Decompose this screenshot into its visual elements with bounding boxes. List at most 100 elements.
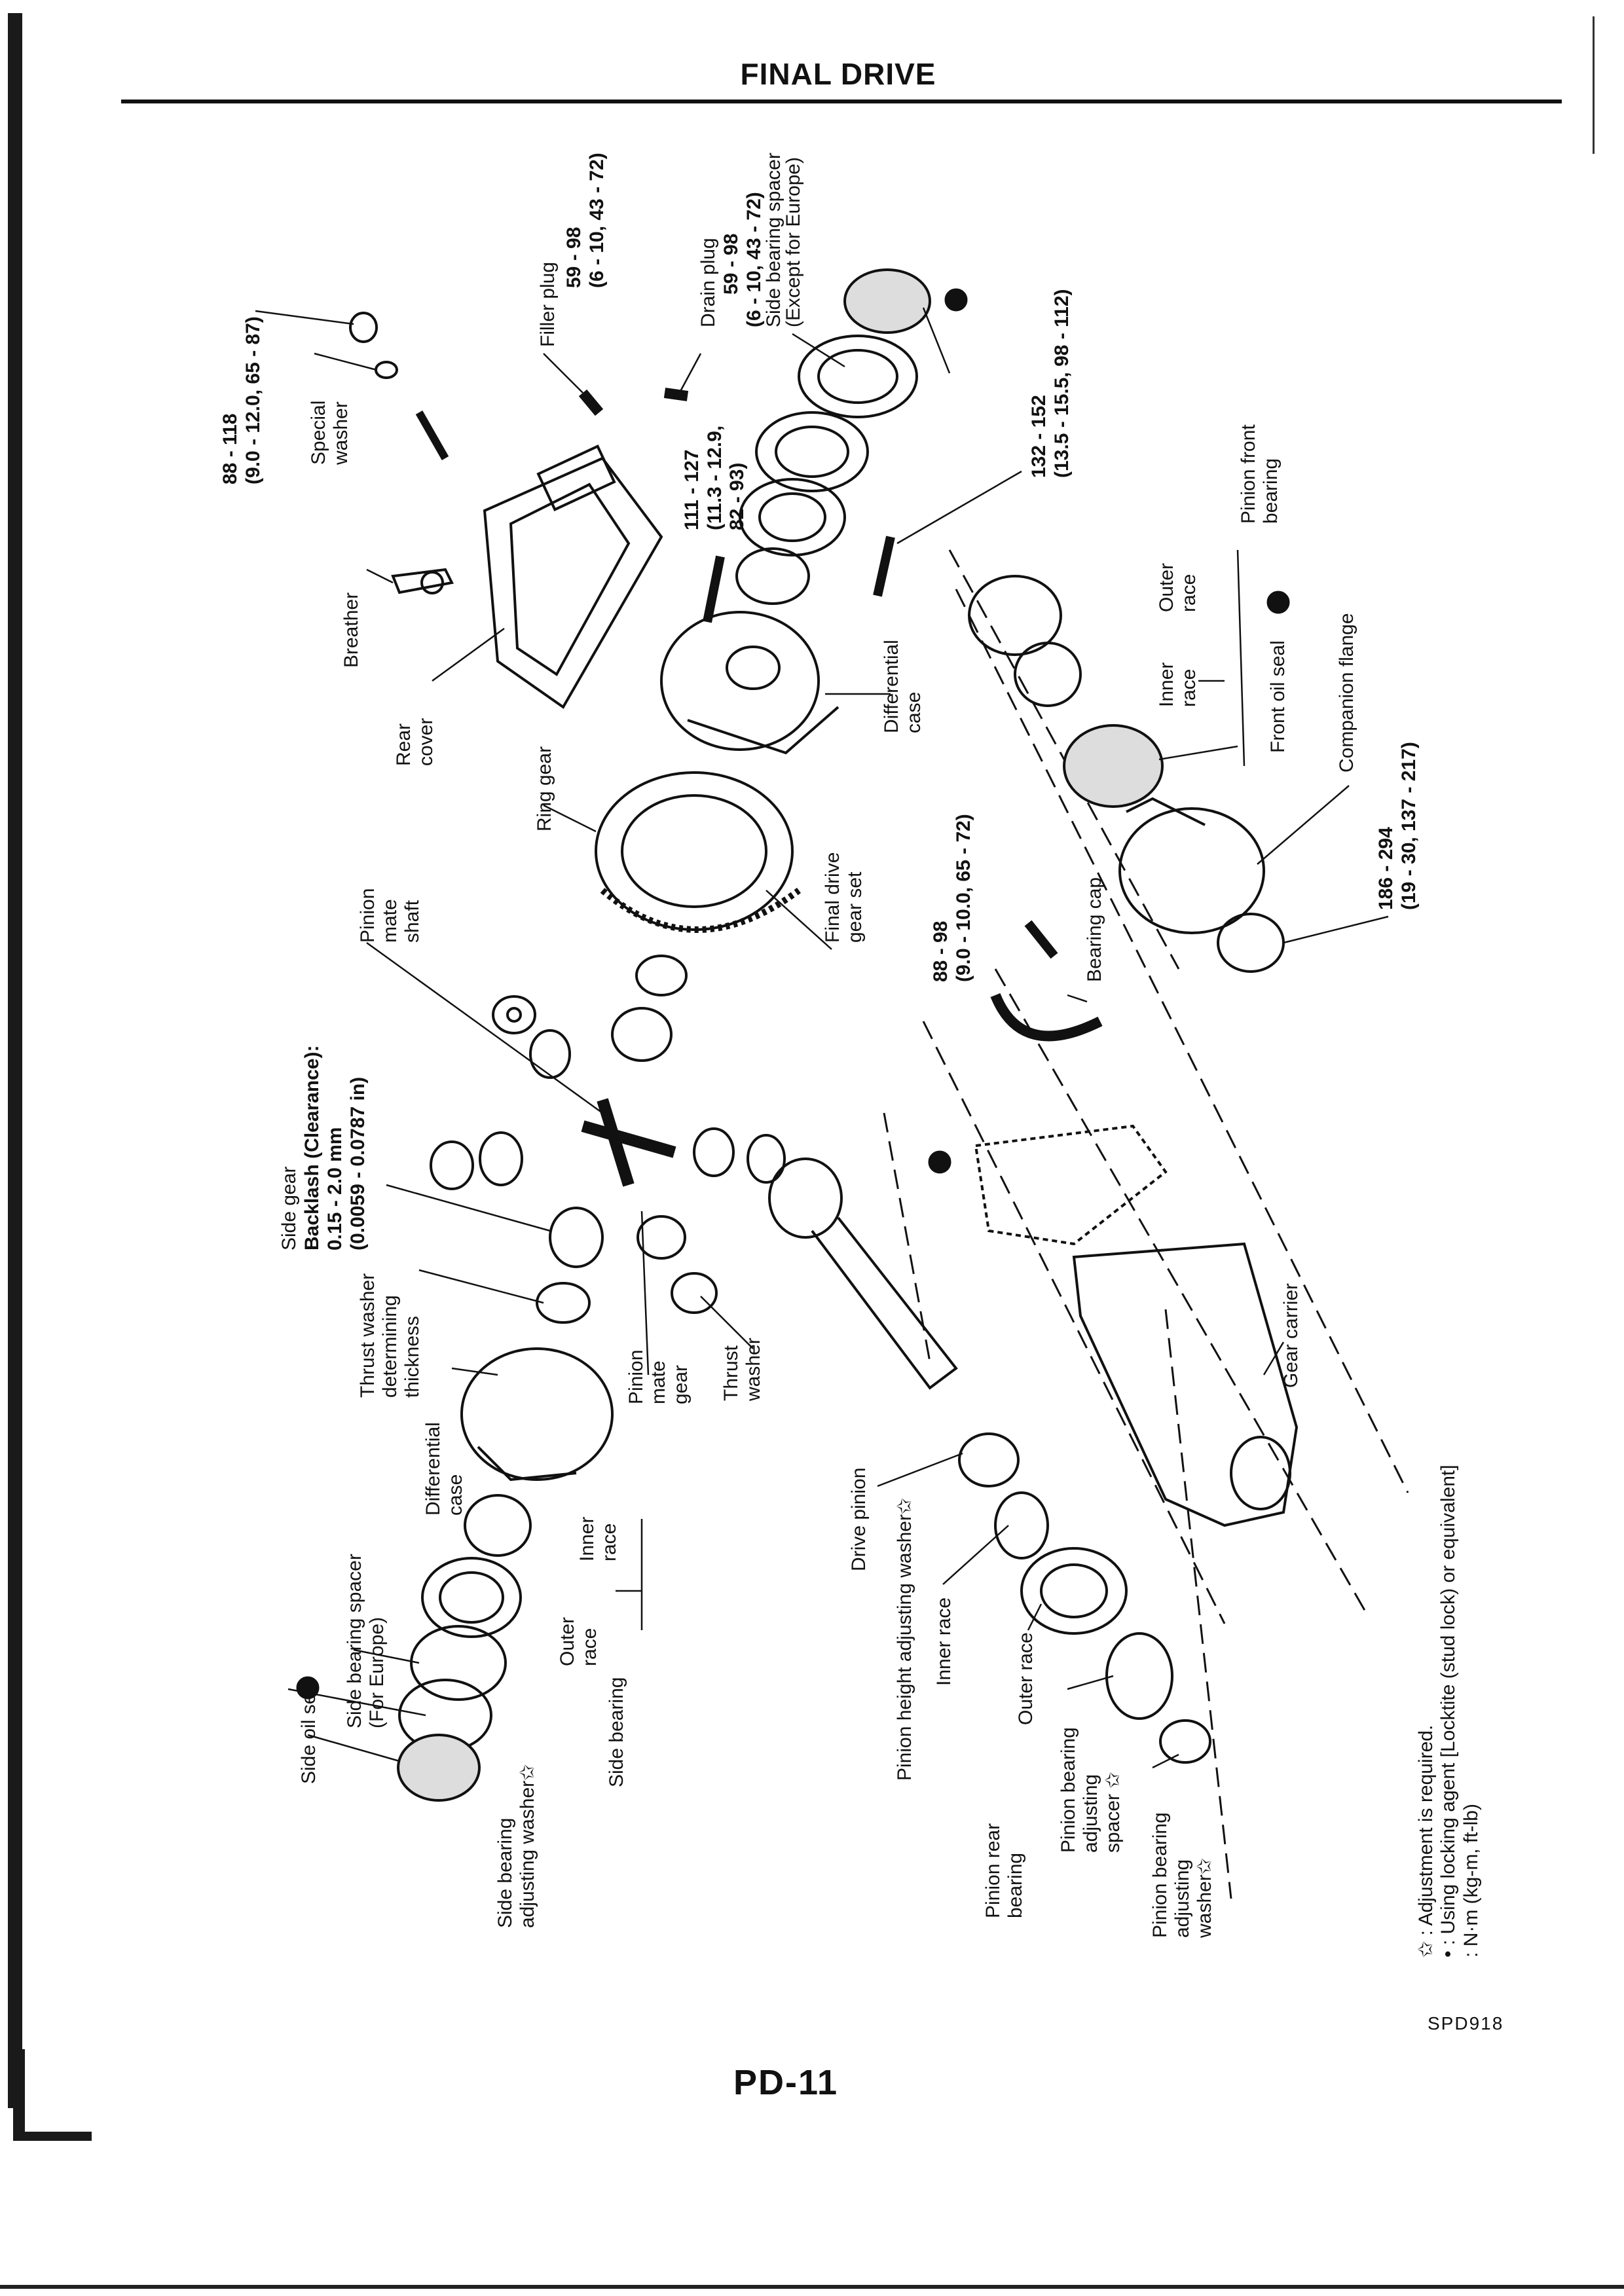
pinion-mate-shaft-drawing (581, 1120, 676, 1158)
label-outer-race-pinion: Outer race (1015, 1632, 1037, 1725)
label-bearing-cap: Bearing cap (1084, 877, 1105, 982)
label-pinion-height-adjusting-washer: Pinion height adjusting washer✩ (894, 1497, 915, 1781)
pinion-height-washer-drawing (958, 1432, 1020, 1487)
label-inner-race-bottom: Inner race (576, 1516, 620, 1561)
bolt-drawing-2 (873, 536, 895, 597)
drain-plug-drawing (663, 388, 689, 401)
label-torque-186-294: 186 - 294 (1375, 827, 1397, 910)
side-oil-seal-drawing (397, 1734, 481, 1802)
front-oil-seal-drawing (1063, 724, 1164, 808)
label-drain-torque: 59 - 98 (720, 233, 742, 295)
label-pinion-mate-gear: Pinion mate gear (625, 1349, 692, 1404)
legend-locking: • : Using locking agent [Locktite (stud … (1437, 1465, 1459, 1958)
replace-markers (296, 288, 1290, 1700)
label-outer-race-bottom: Outer race (557, 1616, 600, 1666)
washer-a (492, 995, 536, 1034)
ring-gear-drawing (595, 771, 801, 933)
label-side-bearing-spacer-bottom: Side bearing spacer (For Europe) (344, 1554, 388, 1728)
inner-race-pinion-drawing (994, 1491, 1049, 1559)
label-pinion-mate-shaft: Pinion mate shaft (357, 888, 423, 943)
pinion-mate-gear-b (693, 1127, 735, 1177)
rear-cover-drawing (483, 445, 663, 709)
side-bearing-spacer-bottom-drawing (410, 1625, 507, 1701)
pinion-mate-gear-a (529, 1029, 571, 1079)
label-side-bearing-spacer-top-note: (Except for Europe) (783, 156, 804, 327)
page-bottom-edge (0, 2285, 1624, 2289)
label-drain-torque-alt: (6 - 10, 43 - 72) (743, 192, 765, 327)
label-side-oil-seal: Side oil seal (298, 1678, 320, 1784)
label-torque-111-127-alt: (11.3 - 12.9, 82 - 93) (704, 425, 748, 530)
differential-case-top-drawing (660, 611, 840, 755)
washer-d (747, 1134, 786, 1184)
outer-race-bottom-drawing (421, 1557, 522, 1638)
side-gear-c (549, 1207, 604, 1268)
label-torque-132-152-alt: (13.5 - 15.5, 98 - 112) (1051, 289, 1073, 478)
label-torque-88-118-alt: (9.0 - 12.0, 65 - 87) (242, 316, 264, 484)
gear-carrier-drawing (974, 1124, 1299, 1527)
label-torque-132-152: 132 - 152 (1028, 395, 1050, 478)
legend-units: : N·m (kg-m, ft-lb) (1460, 1804, 1482, 1958)
label-torque-88-98-alt: (9.0 - 10.0, 65 - 72) (953, 814, 974, 982)
label-special-washer: Special washer (308, 400, 352, 465)
label-side-bearing: Side bearing (606, 1677, 627, 1787)
label-backlash-mm: 0.15 - 2.0 mm (324, 1127, 346, 1250)
outer-race-pinion-drawing (1020, 1547, 1128, 1635)
label-side-bearing-spacer-top: Side bearing spacer (763, 153, 784, 327)
drive-pinion-drawing (768, 1157, 958, 1390)
leader-lines (255, 307, 1389, 1769)
bearing-cap-bolt (1024, 920, 1058, 959)
label-torque-111-127: 111 - 127 (681, 449, 703, 530)
page-title: FINAL DRIVE (740, 57, 936, 91)
breather-head (420, 571, 444, 594)
label-final-drive-gear-set: Final drive gear set (822, 852, 866, 943)
special-washer-drawing (375, 361, 398, 379)
binding-edge-corner (13, 2049, 92, 2141)
label-thrust-washer-thickness: Thrust washer determining thickness (357, 1273, 423, 1398)
label-thrust-washer: Thrust washer (720, 1338, 764, 1401)
label-companion-flange: Companion flange (1336, 613, 1357, 773)
label-torque-186-294-alt: (19 - 30, 137 - 217) (1398, 742, 1420, 910)
washer-c (430, 1140, 474, 1190)
thrust-washer-b (671, 1272, 718, 1314)
outer-race-front-drawing (968, 575, 1062, 656)
label-gear-carrier: Gear carrier (1280, 1283, 1302, 1388)
stud-drawing (415, 410, 449, 460)
label-pinion-front-bearing: Pinion front bearing (1238, 424, 1282, 524)
header-rule (121, 100, 1562, 103)
pinion-mate-gear-c (637, 1215, 686, 1260)
binding-edge (8, 13, 22, 2108)
side-gear-a (611, 1007, 673, 1062)
legend-adjustment: ✩ : Adjustment is required. (1415, 1724, 1437, 1958)
bearing-cap-drawing (990, 993, 1103, 1042)
filler-plug-drawing (578, 389, 604, 416)
label-inner-race-pinion: Inner race (933, 1597, 955, 1686)
label-filler-torque: 59 - 98 (563, 227, 585, 288)
label-backlash: Backlash (Clearance): (301, 1045, 323, 1250)
label-filler-torque-alt: (6 - 10, 43 - 72) (586, 153, 608, 288)
page-number: PD-11 (733, 2063, 839, 2102)
thrust-washer-a (536, 1282, 591, 1324)
label-ring-gear: Ring gear (534, 746, 555, 831)
label-inner-race-top: Inner race (1156, 662, 1200, 707)
side-oil-seal-top (843, 268, 931, 334)
pinion-bearing-spacer-drawing (1105, 1632, 1173, 1720)
label-differential-case-top: Differential case (881, 640, 925, 733)
label-torque-88-118: 88 - 118 (219, 413, 241, 484)
figure-code: SPD918 (1428, 2013, 1504, 2033)
label-side-gear: Side gear (278, 1166, 300, 1250)
label-pinion-rear-bearing: Pinion rear bearing (982, 1823, 1026, 1918)
differential-case-bottom-drawing (460, 1347, 614, 1482)
label-front-oil-seal: Front oil seal (1267, 640, 1289, 753)
label-side-bearing-adjusting-washer: Side bearing adjusting washer✩ (494, 1764, 538, 1928)
bolt-drawing (703, 555, 725, 623)
label-differential-case-bottom: Differential case (422, 1422, 466, 1516)
pinion-bearing-washer-drawing (1159, 1719, 1211, 1764)
label-filler-plug: Filler plug (537, 261, 559, 347)
label-drain-plug: Drain plug (697, 238, 719, 327)
nut-drawing (349, 312, 378, 343)
label-outer-race-top: Outer race (1156, 562, 1200, 612)
label-breather: Breather (341, 592, 362, 668)
label-torque-88-98: 88 - 98 (930, 920, 951, 982)
outer-race-top-drawing (739, 478, 846, 556)
